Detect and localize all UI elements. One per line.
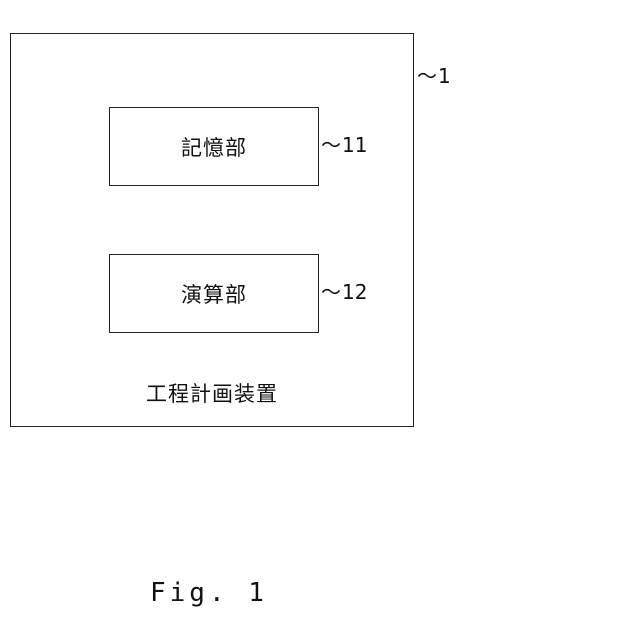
reference-leader: ～ bbox=[321, 135, 341, 155]
computation-unit-reference-number: 12 bbox=[342, 282, 367, 302]
storage-unit-reference-number: 11 bbox=[342, 135, 367, 155]
computation-unit-box: 演算部 bbox=[109, 254, 319, 333]
reference-leader: ～ bbox=[321, 282, 341, 302]
reference-leader: ～ bbox=[417, 66, 437, 86]
computation-unit-reference: ～ 12 bbox=[321, 282, 367, 302]
figure-caption: Fig. 1 bbox=[150, 578, 268, 608]
storage-unit-box: 記憶部 bbox=[109, 107, 319, 186]
computation-unit-label: 演算部 bbox=[181, 279, 247, 309]
storage-unit-label: 記憶部 bbox=[181, 132, 247, 162]
device-label: 工程計画装置 bbox=[10, 378, 414, 408]
storage-unit-reference: ～ 11 bbox=[321, 135, 367, 155]
device-reference: ～ 1 bbox=[417, 66, 451, 86]
device-reference-number: 1 bbox=[438, 66, 451, 86]
process-planning-device-box bbox=[10, 33, 414, 427]
